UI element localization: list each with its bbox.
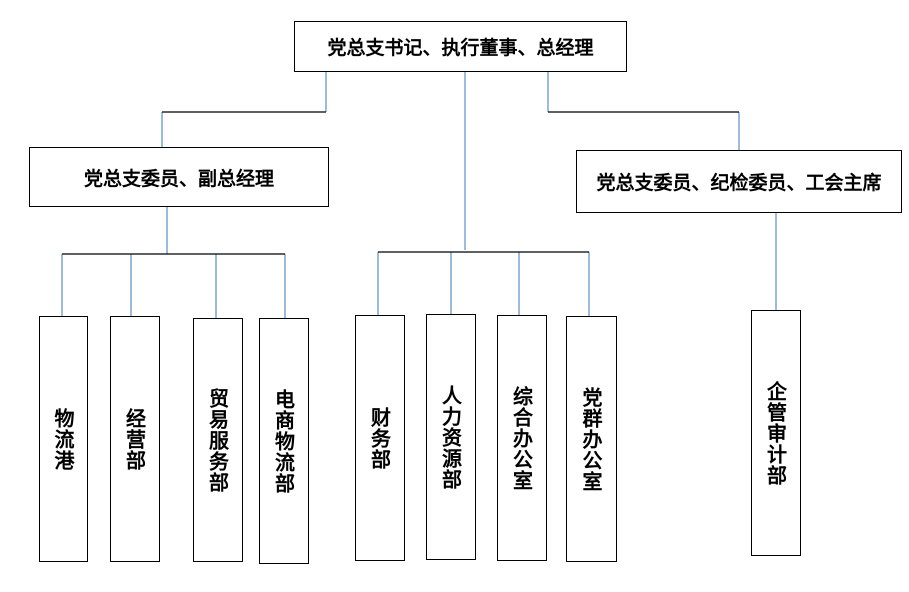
dept-box-zonghe: 综合办公室 — [497, 315, 547, 561]
dept-box-wuliugang: 物流港 — [39, 316, 88, 562]
dept-label: 电商物流部 — [271, 388, 296, 494]
dept-label: 综合办公室 — [509, 385, 534, 491]
left-head-box-label: 党总支委员、副总经理 — [83, 167, 274, 190]
dept-label: 贸易服务部 — [205, 387, 230, 493]
top-box-label: 党总支书记、执行董事、总经理 — [327, 37, 594, 59]
top-box: 党总支书记、执行董事、总经理 — [294, 21, 627, 72]
dept-box-jingying: 经营部 — [110, 316, 160, 562]
right-head-box-label: 党总支委员、纪检委员、工会主席 — [596, 172, 882, 194]
dept-box-renli: 人力资源部 — [426, 314, 476, 560]
dept-box-dianshang: 电商物流部 — [259, 318, 309, 564]
dept-box-caiwu: 财务部 — [355, 315, 405, 561]
left-head-box: 党总支委员、副总经理 — [29, 147, 329, 207]
dept-label: 经营部 — [122, 407, 147, 471]
dept-box-dangqun: 党群办公室 — [566, 316, 617, 562]
dept-label: 人力资源部 — [438, 384, 463, 490]
dept-box-maoyi: 贸易服务部 — [193, 318, 243, 562]
right-head-box: 党总支委员、纪检委员、工会主席 — [576, 150, 902, 213]
blue-connectors — [61, 72, 777, 318]
dept-label: 企管审计部 — [763, 380, 788, 486]
dept-label: 财务部 — [367, 406, 392, 470]
dept-box-qiguan: 企管审计部 — [751, 310, 801, 556]
dept-label: 物流港 — [51, 407, 75, 471]
dept-label: 党群办公室 — [579, 386, 603, 492]
black-connectors — [62, 111, 739, 255]
